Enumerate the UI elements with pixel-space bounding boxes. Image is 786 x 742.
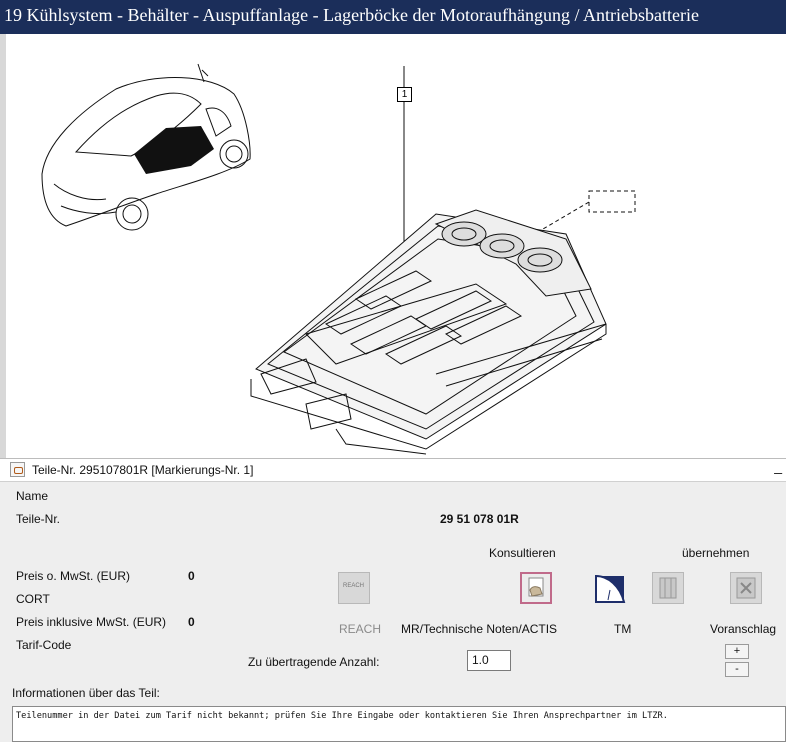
panel-title-bar: Teile-Nr. 295107801R [Markierungs-Nr. 1]… xyxy=(0,458,786,482)
callout-marker-1[interactable]: 1 xyxy=(397,87,412,102)
panel-title: Teile-Nr. 295107801R [Markierungs-Nr. 1] xyxy=(32,463,254,477)
window-title-bar: 19 Kühlsystem - Behälter - Auspuffanlage… xyxy=(0,0,786,34)
tm-button[interactable] xyxy=(594,572,626,604)
part-number-label: Teile-Nr. xyxy=(16,512,61,526)
window-title: 19 Kühlsystem - Behälter - Auspuffanlage… xyxy=(4,5,699,25)
price-incl-label: Preis inklusive MwSt. (EUR) xyxy=(16,615,167,629)
tools-icon xyxy=(736,577,756,599)
name-label: Name xyxy=(16,489,49,503)
part-number-value: 29 51 078 01R xyxy=(440,512,519,526)
decrement-button[interactable]: - xyxy=(725,662,749,677)
quantity-label: Zu übertragende Anzahl: xyxy=(248,655,380,669)
java-app-icon xyxy=(10,462,25,477)
adopt-header: übernehmen xyxy=(682,546,750,560)
document-hand-icon xyxy=(528,577,544,597)
reach-icon: REACH xyxy=(343,583,365,589)
mr-label: MR/Technische Noten/ACTIS xyxy=(401,622,558,636)
tariff-code-label: Tarif-Code xyxy=(16,638,72,652)
parts-diagram[interactable]: 1 xyxy=(0,34,786,458)
part-detail-panel: Teile-Nr. 295107801R [Markierungs-Nr. 1]… xyxy=(0,458,786,742)
reach-label: REACH xyxy=(339,622,382,636)
quote-button[interactable] xyxy=(730,572,762,604)
battery-illustration xyxy=(41,63,636,455)
price-incl-value: 0 xyxy=(188,615,195,629)
consult-header: Konsultieren xyxy=(489,546,556,560)
increment-button[interactable]: + xyxy=(725,644,749,659)
adopt-book-button[interactable] xyxy=(652,572,684,604)
info-text: Teilenummer in der Datei zum Tarif nicht… xyxy=(16,711,668,721)
info-textarea[interactable]: Teilenummer in der Datei zum Tarif nicht… xyxy=(12,706,786,742)
minimize-button[interactable]: _ xyxy=(774,458,782,474)
book-icon xyxy=(659,577,677,599)
info-label: Informationen über das Teil: xyxy=(12,686,160,700)
cort-label: CORT xyxy=(16,592,50,606)
clock-gauge-icon xyxy=(595,574,626,603)
quantity-input[interactable]: 1.0 xyxy=(467,650,511,671)
quote-label: Voranschlag xyxy=(710,622,777,636)
reach-button[interactable]: REACH xyxy=(338,572,370,604)
mr-technical-notes-button[interactable] xyxy=(520,572,552,604)
tm-label: TM xyxy=(614,622,632,636)
price-excl-value: 0 xyxy=(188,569,195,583)
price-excl-label: Preis o. MwSt. (EUR) xyxy=(16,569,131,583)
